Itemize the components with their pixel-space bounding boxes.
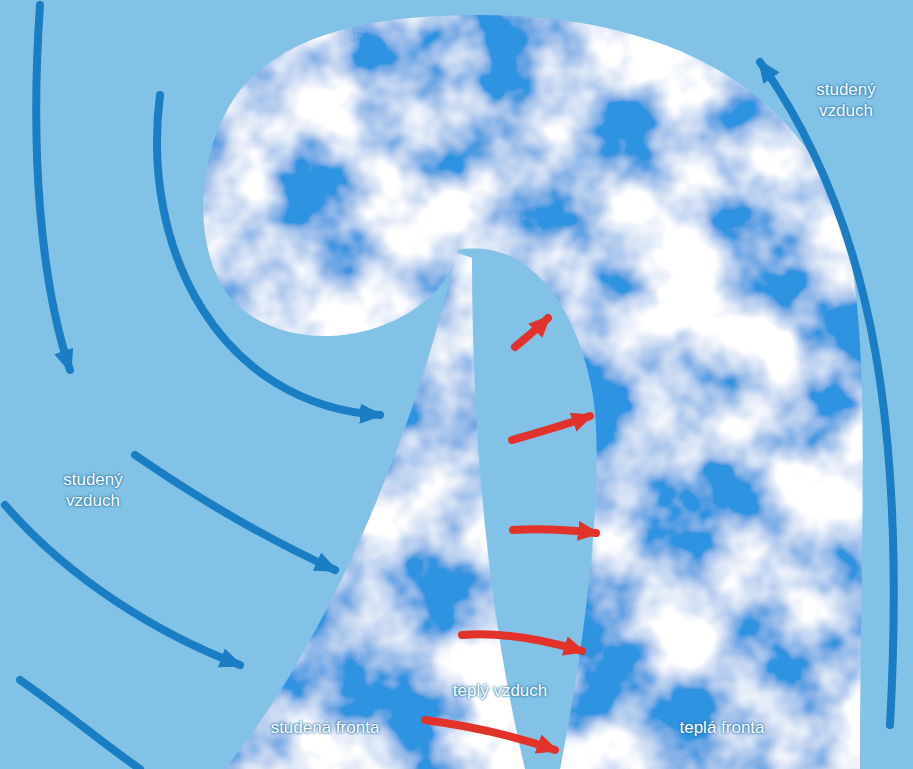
front-label: studená fronta	[270, 717, 380, 738]
warm-air-arrow	[425, 720, 555, 750]
air-mass-label: teplý vzduch	[445, 680, 555, 701]
warm-air-arrow	[512, 416, 590, 440]
air-mass-label: studený vzduch	[791, 79, 901, 121]
warm-air-arrow	[462, 634, 582, 651]
cold-air-arrow	[135, 455, 335, 570]
warm-air-arrow	[513, 529, 596, 533]
warm-air-arrow	[515, 318, 548, 347]
cold-air-arrow	[5, 505, 240, 665]
warm-front-cloud	[203, 15, 863, 769]
air-mass-label: studený vzduch	[38, 469, 148, 511]
cold-air-arrow	[20, 680, 140, 769]
cold-air-arrow	[760, 62, 894, 725]
cold-air-arrow	[36, 5, 70, 370]
front-label: teplá fronta	[667, 717, 777, 738]
cold-air-arrow	[157, 95, 380, 415]
